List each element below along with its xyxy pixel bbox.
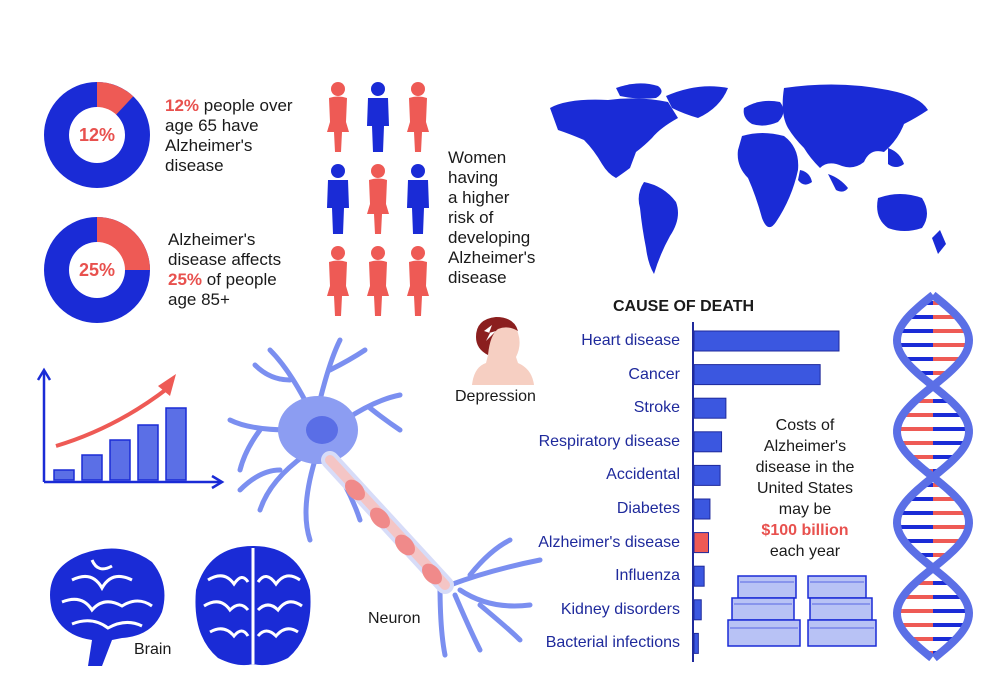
growth-chart-icon bbox=[36, 367, 225, 490]
growth-bar bbox=[109, 439, 131, 481]
category-label: Kidney disorders bbox=[560, 600, 680, 618]
female-figure-icon bbox=[367, 164, 389, 234]
category-label: Stroke bbox=[633, 399, 680, 417]
costs-line: each year bbox=[769, 543, 841, 560]
pie-label-12: 12% bbox=[78, 125, 116, 145]
costs-line: Costs of bbox=[775, 417, 835, 434]
stat-line: Alzheimer's bbox=[165, 136, 253, 155]
stat-text-12: 12% people over age 65 have Alzheimer's … bbox=[165, 96, 293, 176]
donut-chart-12 bbox=[44, 82, 150, 188]
donut-hole bbox=[69, 242, 125, 298]
neuron-label: Neuron bbox=[368, 610, 421, 627]
category-label: Influenza bbox=[615, 567, 680, 585]
dna-helix-icon bbox=[892, 291, 974, 662]
cause-bar bbox=[693, 632, 699, 654]
cause-bar bbox=[693, 364, 821, 386]
brain-top-icon bbox=[195, 546, 311, 666]
women-line: Alzheimer's bbox=[448, 248, 536, 267]
growth-bar bbox=[81, 454, 103, 481]
costs-line: may be bbox=[778, 501, 832, 518]
category-label: Accidental bbox=[606, 466, 680, 484]
female-figure-icon bbox=[327, 246, 349, 316]
trend-arrow-head bbox=[158, 374, 176, 396]
male-figure-icon bbox=[367, 82, 389, 152]
stat-line: of people bbox=[202, 270, 277, 289]
female-figure-icon bbox=[367, 246, 389, 316]
stat-line: age 85+ bbox=[168, 290, 230, 309]
male-figure-icon bbox=[407, 164, 429, 234]
category-label: Heart disease bbox=[581, 332, 680, 349]
male-figure-icon bbox=[327, 164, 349, 234]
women-line: disease bbox=[448, 268, 507, 287]
category-label: Bacterial infections bbox=[545, 634, 680, 652]
costs-highlight: $100 billion bbox=[761, 522, 849, 539]
cause-bar bbox=[693, 599, 702, 621]
pie-label-25: 25% bbox=[78, 260, 116, 280]
brain-side-icon bbox=[50, 548, 165, 666]
stat-text-25: Alzheimer's disease affects 25% of peopl… bbox=[168, 230, 281, 310]
donut-chart-25 bbox=[44, 217, 150, 323]
growth-bar bbox=[53, 469, 75, 481]
stat-line: Alzheimer's bbox=[168, 230, 256, 249]
trend-line bbox=[55, 386, 170, 448]
women-line: a higher bbox=[448, 188, 510, 207]
depression-label: Depression bbox=[455, 388, 536, 405]
world-map-icon bbox=[550, 83, 946, 274]
arrow-head bbox=[36, 367, 52, 381]
category-label: Respiratory disease bbox=[538, 432, 680, 450]
growth-bar bbox=[137, 424, 159, 481]
stat-line: age 65 have bbox=[165, 116, 259, 135]
cause-of-death-title: CAUSE OF DEATH bbox=[613, 298, 755, 315]
stat-line: disease affects bbox=[168, 250, 282, 269]
women-line: risk of bbox=[448, 208, 494, 227]
women-line: developing bbox=[448, 228, 531, 247]
cause-bar bbox=[693, 498, 711, 520]
dna-strand bbox=[892, 291, 974, 662]
cause-bar bbox=[693, 431, 723, 453]
cause-bar bbox=[693, 464, 721, 486]
costs-line: United States bbox=[756, 480, 854, 497]
stat-highlight-25: 25% bbox=[168, 270, 203, 289]
costs-line: Alzheimer's bbox=[763, 438, 847, 455]
category-label: Diabetes bbox=[616, 500, 680, 517]
female-figure-icon bbox=[407, 246, 429, 316]
people-grid bbox=[327, 82, 429, 316]
women-risk-text: Women having a higher risk of developing… bbox=[448, 148, 535, 288]
neuron-icon bbox=[227, 337, 543, 658]
cause-bar bbox=[693, 565, 705, 587]
women-line: having bbox=[448, 168, 499, 187]
category-label: Cancer bbox=[628, 365, 680, 383]
women-line: Women bbox=[448, 148, 507, 167]
brain-label: Brain bbox=[134, 641, 172, 658]
money-stack-icon bbox=[727, 575, 877, 647]
cause-bar bbox=[693, 397, 727, 419]
stat-line: disease bbox=[165, 156, 224, 175]
female-figure-icon bbox=[327, 82, 349, 152]
stat-line: people over bbox=[199, 96, 293, 115]
growth-bar bbox=[165, 407, 187, 481]
cause-bar bbox=[693, 330, 840, 352]
category-label: Alzheimer's disease bbox=[538, 533, 680, 551]
stat-highlight-12: 12% bbox=[165, 96, 200, 115]
costs-line: disease in the bbox=[755, 459, 855, 476]
arrow-head bbox=[211, 474, 225, 490]
cause-bar bbox=[693, 532, 709, 554]
depression-head-icon bbox=[472, 317, 534, 385]
female-figure-icon bbox=[407, 82, 429, 152]
cause-of-death-bars bbox=[692, 322, 840, 662]
donut-hole bbox=[69, 107, 125, 163]
costs-text: Costs of Alzheimer's disease in the Unit… bbox=[740, 415, 870, 562]
